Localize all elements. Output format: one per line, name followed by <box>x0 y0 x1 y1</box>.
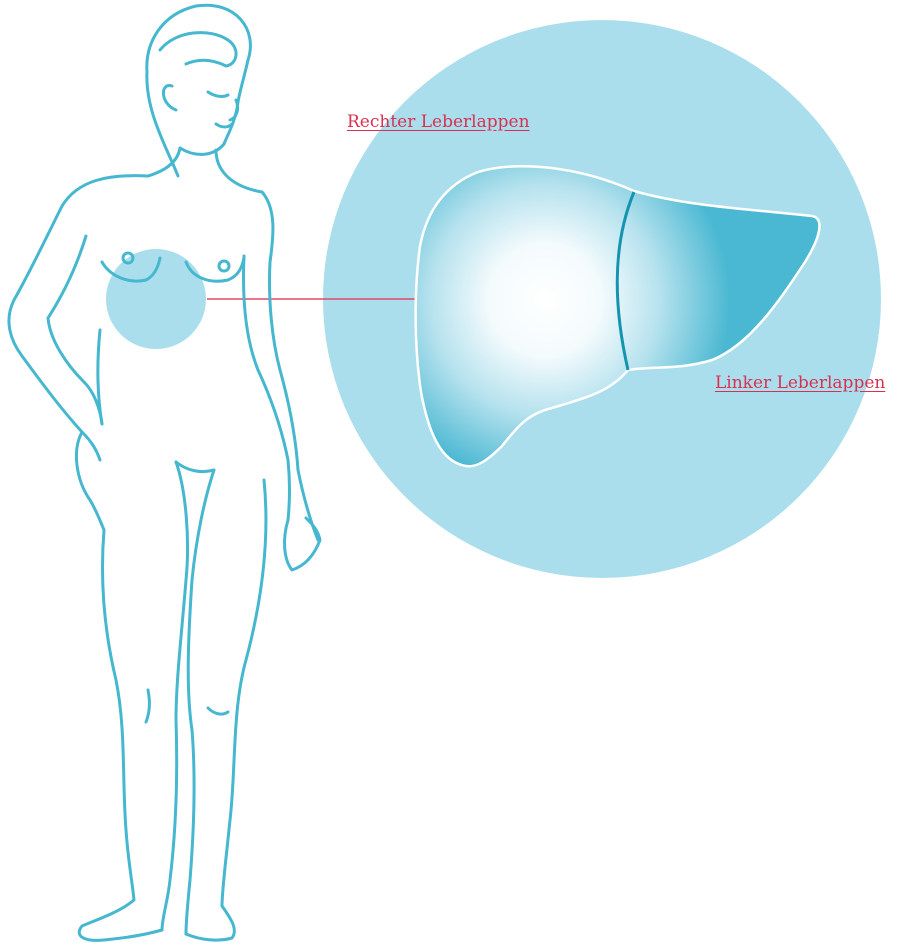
right-arm-inner <box>244 256 290 520</box>
right-hand <box>285 518 320 570</box>
ear <box>163 86 176 110</box>
left-arm-inner <box>48 236 102 424</box>
female-body-outline <box>9 5 320 940</box>
liver-highlight-circle <box>106 249 206 349</box>
right-lobe-label[interactable]: Rechter Leberlappen <box>347 112 530 132</box>
left-leg-outer <box>79 530 162 940</box>
right-leg-outer <box>186 480 266 940</box>
hair-bun <box>160 33 236 66</box>
eye <box>208 92 228 96</box>
crotch <box>176 462 214 472</box>
left-hip <box>76 432 104 530</box>
left-leg-inner <box>162 462 188 930</box>
mouth <box>216 124 232 127</box>
right-leg-inner <box>186 470 214 934</box>
left-knee <box>146 690 149 722</box>
right-nipple <box>219 261 229 271</box>
neck-right <box>216 150 262 192</box>
left-lobe-label[interactable]: Linker Leberlappen <box>715 373 885 393</box>
nose <box>230 100 238 120</box>
right-knee <box>208 708 228 714</box>
